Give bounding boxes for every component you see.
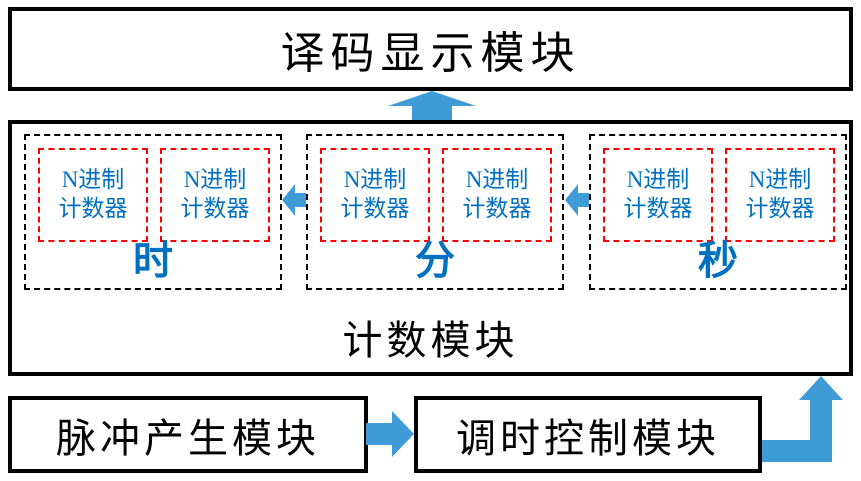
left-arrow-shape [565, 184, 589, 216]
seconds-group-label: 秒 [698, 238, 738, 283]
left-arrow-seconds-to-minutes-icon [565, 184, 589, 216]
counter-box: N进制 计数器 [442, 148, 552, 242]
hours-group-label: 时 [133, 238, 173, 283]
counter-box: N进制 计数器 [38, 148, 148, 242]
up-arrow-icon [388, 91, 476, 120]
up-arrow-shape [388, 91, 476, 120]
right-arrow-shape [366, 411, 414, 457]
minutes-group-box: N进制 计数器 N进制 计数器 分 [306, 134, 564, 290]
counter-box: N进制 计数器 [160, 148, 270, 242]
counter-label: N进制 计数器 [180, 167, 250, 221]
seconds-group-box: N进制 计数器 N进制 计数器 秒 [589, 134, 847, 290]
counter-box: N进制 计数器 [725, 148, 835, 242]
right-arrow-icon [366, 411, 414, 457]
pulse-module-box: 脉冲产生模块 [8, 396, 368, 473]
decode-display-module-label: 译码显示模块 [280, 29, 581, 78]
decode-display-module-box: 译码显示模块 [8, 7, 853, 91]
counting-module-label: 计数模块 [342, 318, 519, 363]
control-module-label: 调时控制模块 [456, 415, 720, 461]
counter-label: N进制 计数器 [58, 167, 128, 221]
elbow-up-arrow-shape [762, 376, 843, 462]
counting-module-box: N进制 计数器 N进制 计数器 时 N进制 计数器 N进制 计数器 分 N进制 … [8, 120, 853, 376]
control-module-box: 调时控制模块 [414, 396, 762, 473]
minutes-group-label: 分 [415, 238, 455, 283]
hours-group-box: N进制 计数器 N进制 计数器 时 [24, 134, 282, 290]
counter-box: N进制 计数器 [320, 148, 430, 242]
elbow-up-arrow-icon [762, 376, 843, 462]
counter-label: N进制 计数器 [462, 167, 532, 221]
pulse-module-label: 脉冲产生模块 [56, 415, 320, 461]
counter-label: N进制 计数器 [340, 167, 410, 221]
counter-label: N进制 计数器 [745, 167, 815, 221]
counter-box: N进制 计数器 [603, 148, 713, 242]
counter-label: N进制 计数器 [623, 167, 693, 221]
left-arrow-shape [282, 184, 306, 216]
left-arrow-minutes-to-hours-icon [282, 184, 306, 216]
